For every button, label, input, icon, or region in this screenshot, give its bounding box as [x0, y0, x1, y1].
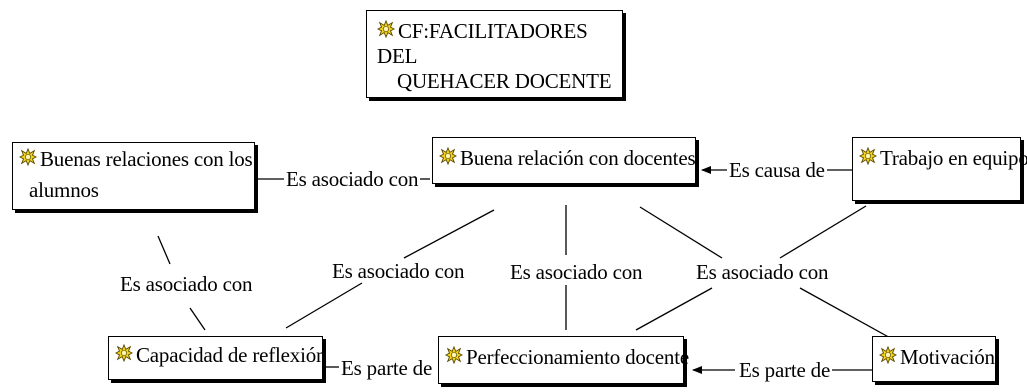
node-label: Motivación: [900, 345, 995, 369]
link-line-trabajo-asoc3: [779, 205, 867, 259]
concept-icon: [445, 346, 463, 364]
node-label-line-2: alumnos: [29, 178, 99, 203]
node-label: Buena relación con docentes: [460, 146, 696, 170]
link-line-asoc1-capacidad: [285, 282, 363, 329]
link-line-asoc3-perfeccionamiento: [635, 287, 713, 331]
concept-icon: [377, 20, 395, 38]
concept-icon: [115, 344, 133, 362]
link-label-causa-trabajo-docentes[interactable]: Es causa de: [727, 158, 827, 182]
link-label-asociado-alumnos-capacidad[interactable]: Es asociado con: [118, 272, 255, 296]
node-trabajo-equipo[interactable]: Trabajo en equipo: [852, 137, 1027, 201]
link-line-alumnos-asoc: [157, 235, 171, 265]
node-buena-relacion-docentes[interactable]: Buena relación con docentes: [432, 137, 696, 184]
title-line-1: CF:FACILITADORES DEL: [377, 19, 588, 69]
link-label-asociado-docentes-capacidad[interactable]: Es asociado con: [330, 259, 467, 283]
node-perfeccionamiento-docente[interactable]: Perfeccionamiento docente: [438, 336, 689, 384]
node-motivacion[interactable]: Motivación: [872, 336, 996, 382]
concept-icon: [879, 346, 897, 364]
link-label-asociado-docentes-perfeccionamiento[interactable]: Es asociado con: [508, 260, 645, 284]
concept-icon: [439, 147, 457, 165]
node-label: Capacidad de reflexión: [136, 343, 327, 367]
title-line-2: QUEHACER DOCENTE: [397, 69, 612, 94]
link-label-parte-motivacion-perfeccionamiento[interactable]: Es parte de: [737, 358, 833, 382]
link-line-docentes-asoc1: [403, 209, 495, 259]
node-label: Perfeccionamiento docente: [466, 345, 689, 369]
node-label: Trabajo en equipo: [880, 146, 1027, 170]
concept-icon: [859, 147, 877, 165]
link-label-asociado-trabajo-motivacion[interactable]: Es asociado con: [694, 260, 831, 284]
node-label-line-1: Buenas relaciones con los: [40, 147, 253, 171]
node-capacidad-reflexion[interactable]: Capacidad de reflexión: [108, 336, 327, 380]
link-line-asoc3-motivacion: [799, 287, 904, 346]
link-line-docentes-asoc3: [639, 206, 723, 259]
node-buenas-relaciones-alumnos[interactable]: Buenas relaciones con los alumnos: [12, 142, 255, 210]
link-label-parte-capacidad-perfeccionamiento[interactable]: Es parte de: [339, 356, 435, 380]
link-label-asociado-alumnos-docentes[interactable]: Es asociado con: [284, 167, 421, 191]
concept-icon: [19, 148, 37, 166]
link-line-asoc-capacidad: [189, 307, 206, 331]
title-node[interactable]: CF:FACILITADORES DEL QUEHACER DOCENTE: [366, 10, 623, 98]
